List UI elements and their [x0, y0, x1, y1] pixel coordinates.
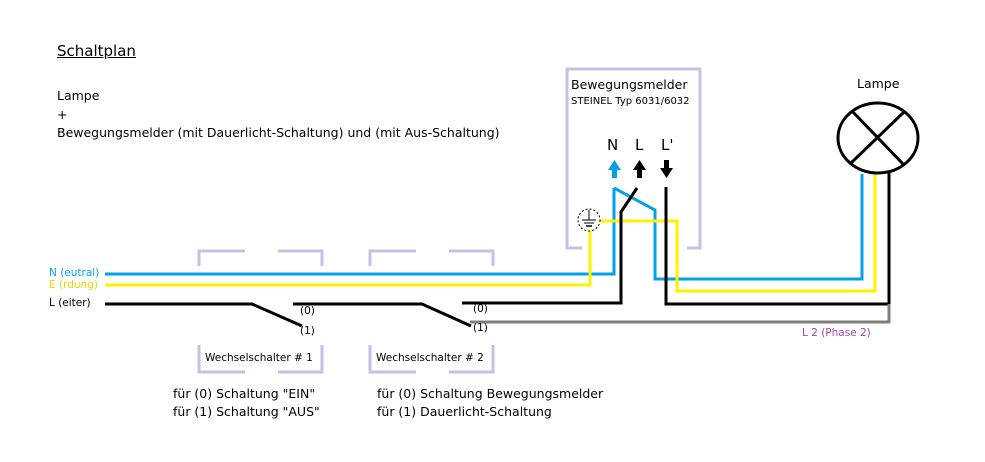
- switch2-note: für (0) Schaltung Bewegungsmelder: [377, 386, 604, 401]
- live-wire-between: [293, 302, 472, 328]
- switch1-pos1: (1): [300, 325, 315, 337]
- description-line: Bewegungsmelder (mit Dauerlicht-Schaltun…: [57, 125, 500, 140]
- terminal-l-prime: L': [661, 136, 674, 154]
- live-label: L (eiter): [49, 297, 91, 309]
- switch1-pos0: (0): [300, 305, 315, 317]
- description-line: +: [57, 107, 68, 122]
- live-wire-in: [105, 302, 303, 328]
- switched-live-wire: [664, 170, 891, 306]
- terminal-l: L: [635, 136, 644, 154]
- lamp-icon: [836, 101, 920, 175]
- terminal-n: N: [607, 136, 619, 154]
- page-title: Schaltplan: [57, 42, 136, 60]
- switch2-note: für (1) Dauerlicht-Schaltung: [377, 404, 552, 419]
- switch2-frame: [368, 249, 495, 374]
- switch2-label: Wechselschalter # 2: [376, 352, 484, 364]
- phase2-wire: [470, 304, 891, 324]
- phase2-label: L 2 (Phase 2): [802, 327, 871, 339]
- arrow-up-icon: [633, 160, 646, 178]
- motion-sensor-title: Bewegungsmelder: [571, 77, 688, 92]
- switch1-note: für (0) Schaltung "EIN": [173, 386, 316, 401]
- switch1-label: Wechselschalter # 1: [205, 352, 313, 364]
- ground-icon: [577, 208, 601, 232]
- earth-label: E (rdung): [49, 279, 98, 291]
- description-line: Lampe: [57, 88, 100, 103]
- lamp-label: Lampe: [857, 76, 900, 91]
- arrow-up-icon: [608, 160, 621, 178]
- motion-sensor-model: STEINEL Typ 6031/6032: [571, 96, 690, 107]
- switch1-note: für (1) Schaltung "AUS": [173, 404, 320, 419]
- live-wire-sensor-L: [462, 187, 639, 305]
- earth-wire: [105, 222, 592, 287]
- switch2-pos0: (0): [473, 303, 488, 315]
- switch2-pos1: (1): [473, 322, 488, 334]
- motion-sensor-frame: [565, 67, 702, 250]
- arrow-down-icon: [660, 160, 673, 178]
- switch1-frame: [197, 249, 324, 374]
- neutral-label: N (eutral): [49, 267, 100, 279]
- neutral-wire-cross: [613, 174, 864, 281]
- neutral-wire: [105, 188, 616, 276]
- earth-wire-lamp: [600, 174, 877, 293]
